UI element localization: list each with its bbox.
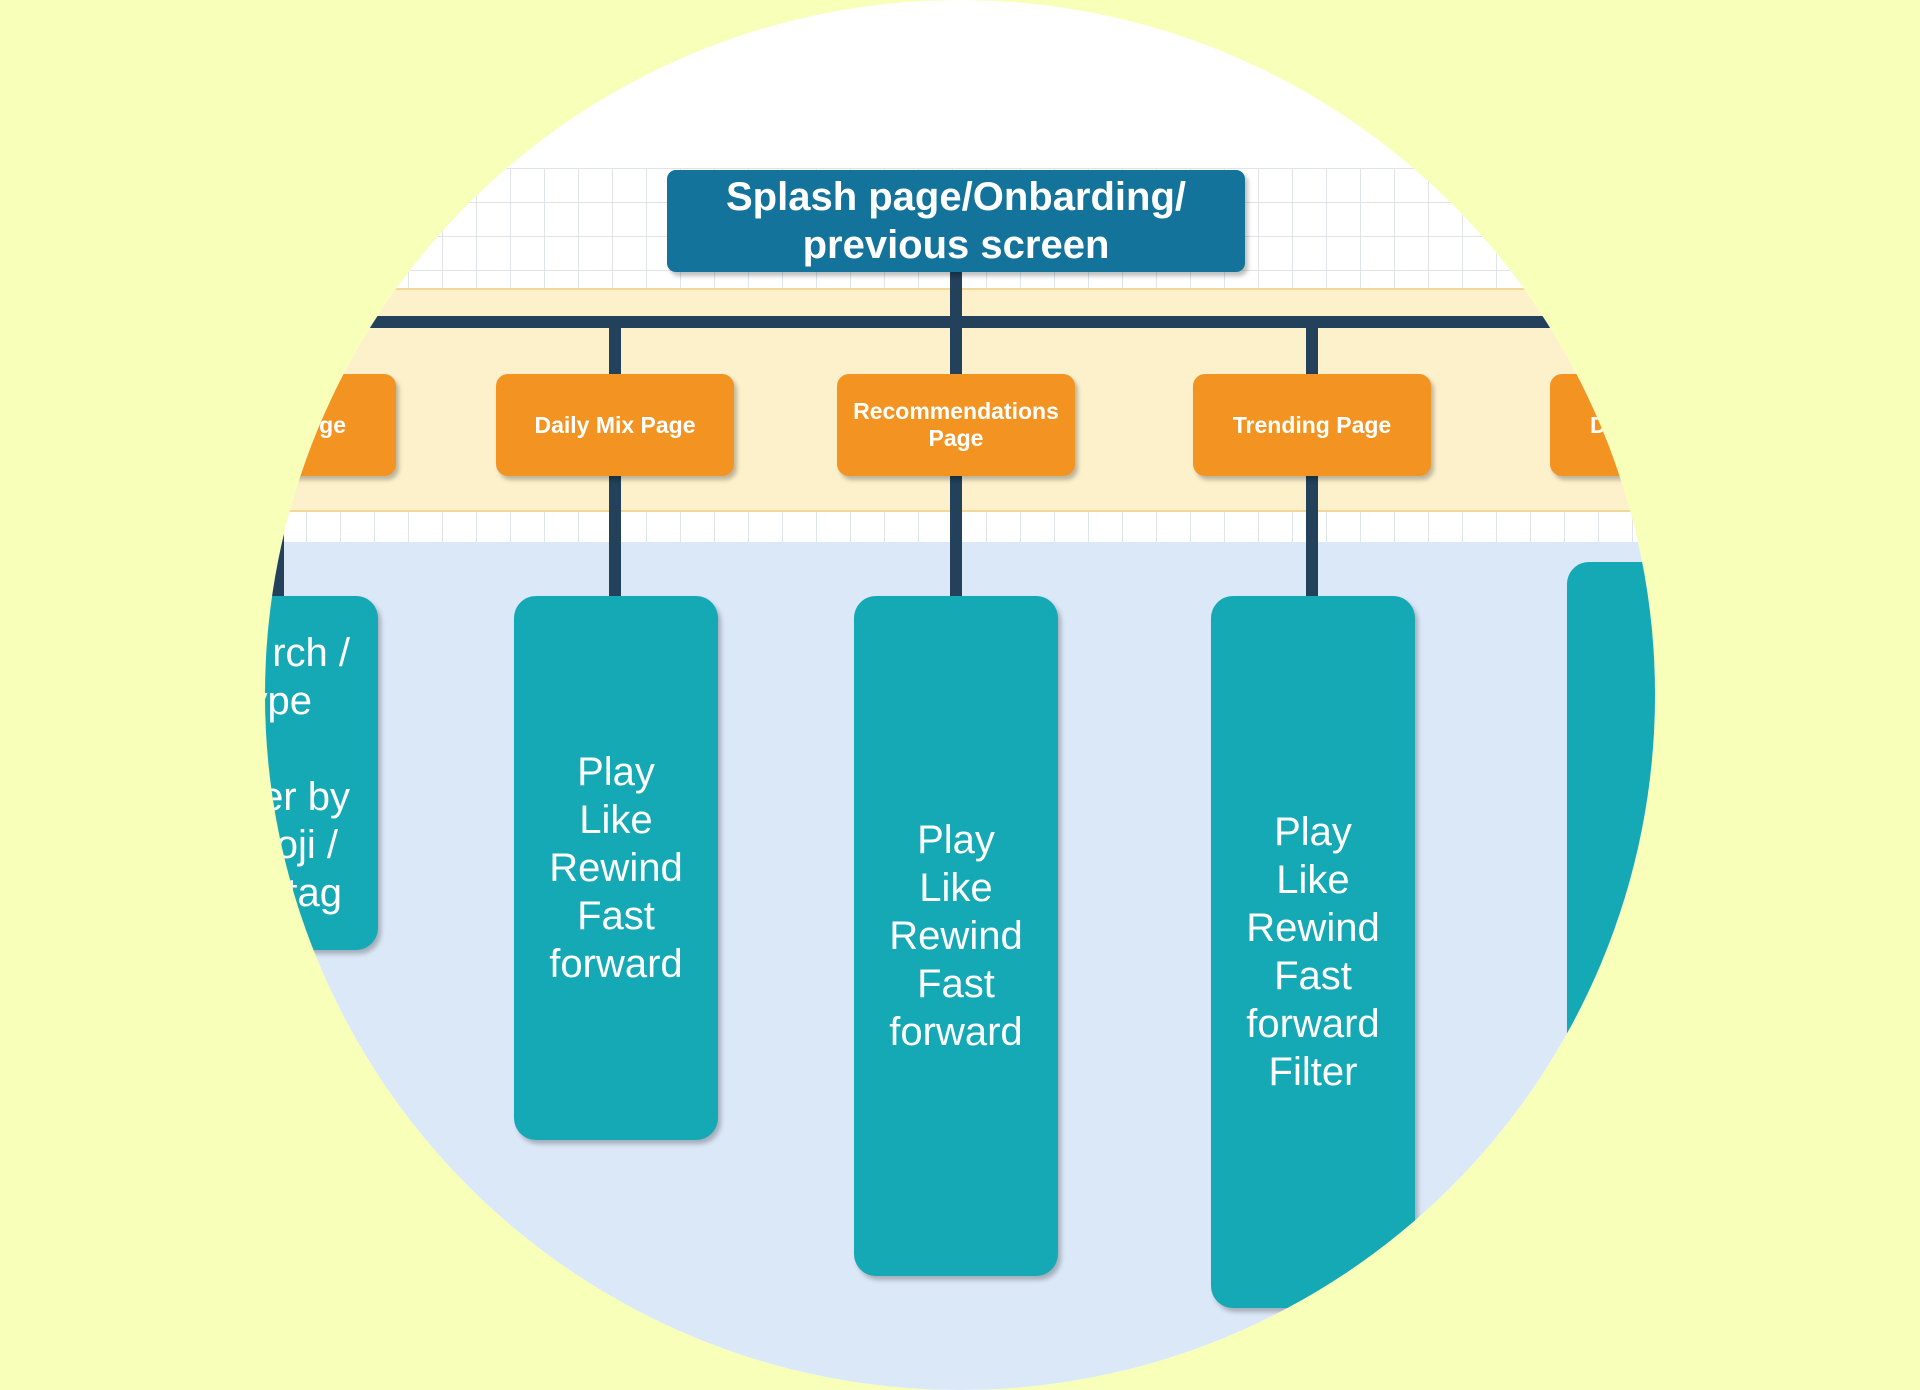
root-node-line-2: previous screen [802, 223, 1110, 267]
connector-to-trending [1306, 322, 1318, 376]
action-line: tag [286, 871, 342, 915]
connector-to-recommendations [950, 322, 962, 376]
root-connector [950, 272, 962, 322]
page-node-trending[interactable]: Trending Page [1193, 374, 1431, 476]
action-line: forward [889, 1010, 1023, 1054]
action-line: Play [917, 818, 995, 862]
action-line: Filter [1268, 1050, 1358, 1094]
page-node-partial-right[interactable]: D [1550, 374, 1655, 476]
action-line: Rewind [549, 846, 683, 890]
page-node-partial-left[interactable]: ge [265, 374, 396, 476]
root-node-splash[interactable]: Splash page/Onbarding/ previous screen [667, 170, 1245, 272]
action-line: D [1597, 1040, 1626, 1084]
action-line: forward [549, 942, 683, 986]
connector-to-daily-mix [609, 322, 621, 376]
action-node-recommendations[interactable]: Play Like Rewind Fast forward [854, 596, 1058, 1276]
action-line: Like [579, 798, 653, 842]
action-line: Play [577, 750, 655, 794]
action-line: D [1627, 944, 1655, 988]
page-node-label: Trending Page [1232, 411, 1392, 438]
connector-recommendations-actions [950, 476, 962, 598]
page-node-label: Recommendations Page [853, 398, 1059, 451]
connector-daily-mix-actions [609, 476, 621, 598]
action-line: rch / [272, 631, 350, 675]
action-line: Play [1274, 810, 1352, 854]
action-line: oji / [275, 823, 338, 867]
action-line: Fast [1274, 954, 1352, 998]
action-line: er by [265, 775, 350, 819]
action-node-daily-mix[interactable]: Play Like Rewind Fast forward [514, 596, 718, 1140]
page-node-label: ge [319, 411, 346, 438]
action-node-partial-left[interactable]: rch / ype er by oji / tag [265, 596, 378, 950]
action-line: Like [1276, 858, 1350, 902]
page-node-daily-mix[interactable]: Daily Mix Page [496, 374, 734, 476]
action-node-trending[interactable]: Play Like Rewind Fast forward Filter [1211, 596, 1415, 1308]
action-line: Rewind [889, 914, 1023, 958]
root-node-line-1: Splash page/Onbarding/ [725, 175, 1187, 219]
action-line: forward [1246, 1002, 1380, 1046]
page-node-label: Daily Mix Page [534, 411, 696, 438]
page-node-label: D [1590, 411, 1607, 438]
connector-left-actions [272, 530, 284, 598]
action-line: Fast [577, 894, 655, 938]
magnifier-lens: Splash page/Onbarding/ previous screen g… [265, 0, 1655, 1390]
page-node-recommendations[interactable]: Recommendations Page [837, 374, 1075, 476]
action-node-partial-right[interactable]: D D [1567, 562, 1655, 1322]
sitemap-canvas: Splash page/Onbarding/ previous screen g… [265, 0, 1655, 1390]
action-line: Fast [917, 962, 995, 1006]
connector-trending-actions [1306, 476, 1318, 598]
action-line: ype [265, 679, 312, 723]
action-line: Rewind [1246, 906, 1380, 950]
action-line: Like [919, 866, 993, 910]
